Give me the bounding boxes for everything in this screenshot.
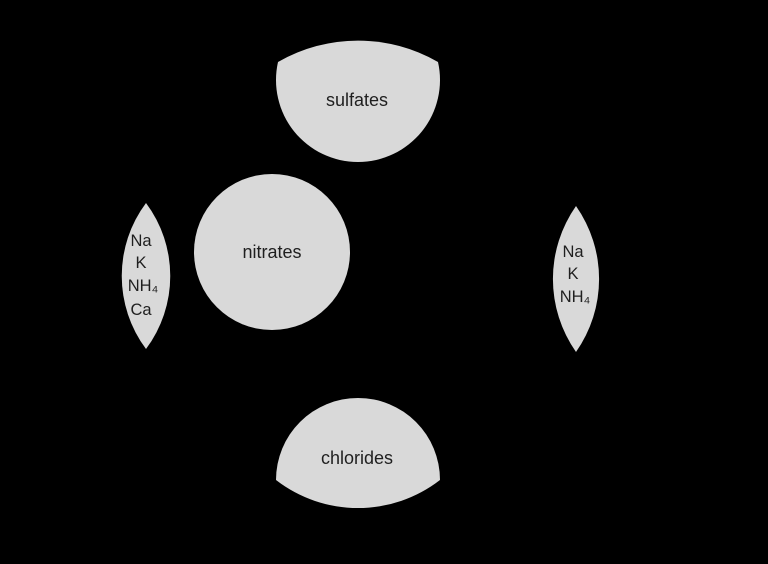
left-lens-ion-ca: Ca [130, 301, 152, 319]
left-lens-ion-nh4: NH₄ [128, 277, 159, 295]
right-lens-ion-k: K [567, 265, 578, 283]
nitrates-label: nitrates [242, 242, 301, 262]
left-lens-ion-k: K [135, 254, 146, 272]
chlorides-region [276, 397, 441, 509]
right-lens-ion-na: Na [562, 243, 584, 261]
chlorides-label: chlorides [321, 448, 393, 468]
left-lens-ion-na: Na [130, 232, 152, 250]
sulfates-label: sulfates [326, 90, 388, 110]
right-lens-region [552, 206, 600, 352]
left-lens-region [121, 203, 171, 349]
sulfates-region [275, 40, 440, 163]
right-lens-ion-nh4: NH₄ [560, 288, 591, 306]
nitrates-region [194, 174, 350, 330]
